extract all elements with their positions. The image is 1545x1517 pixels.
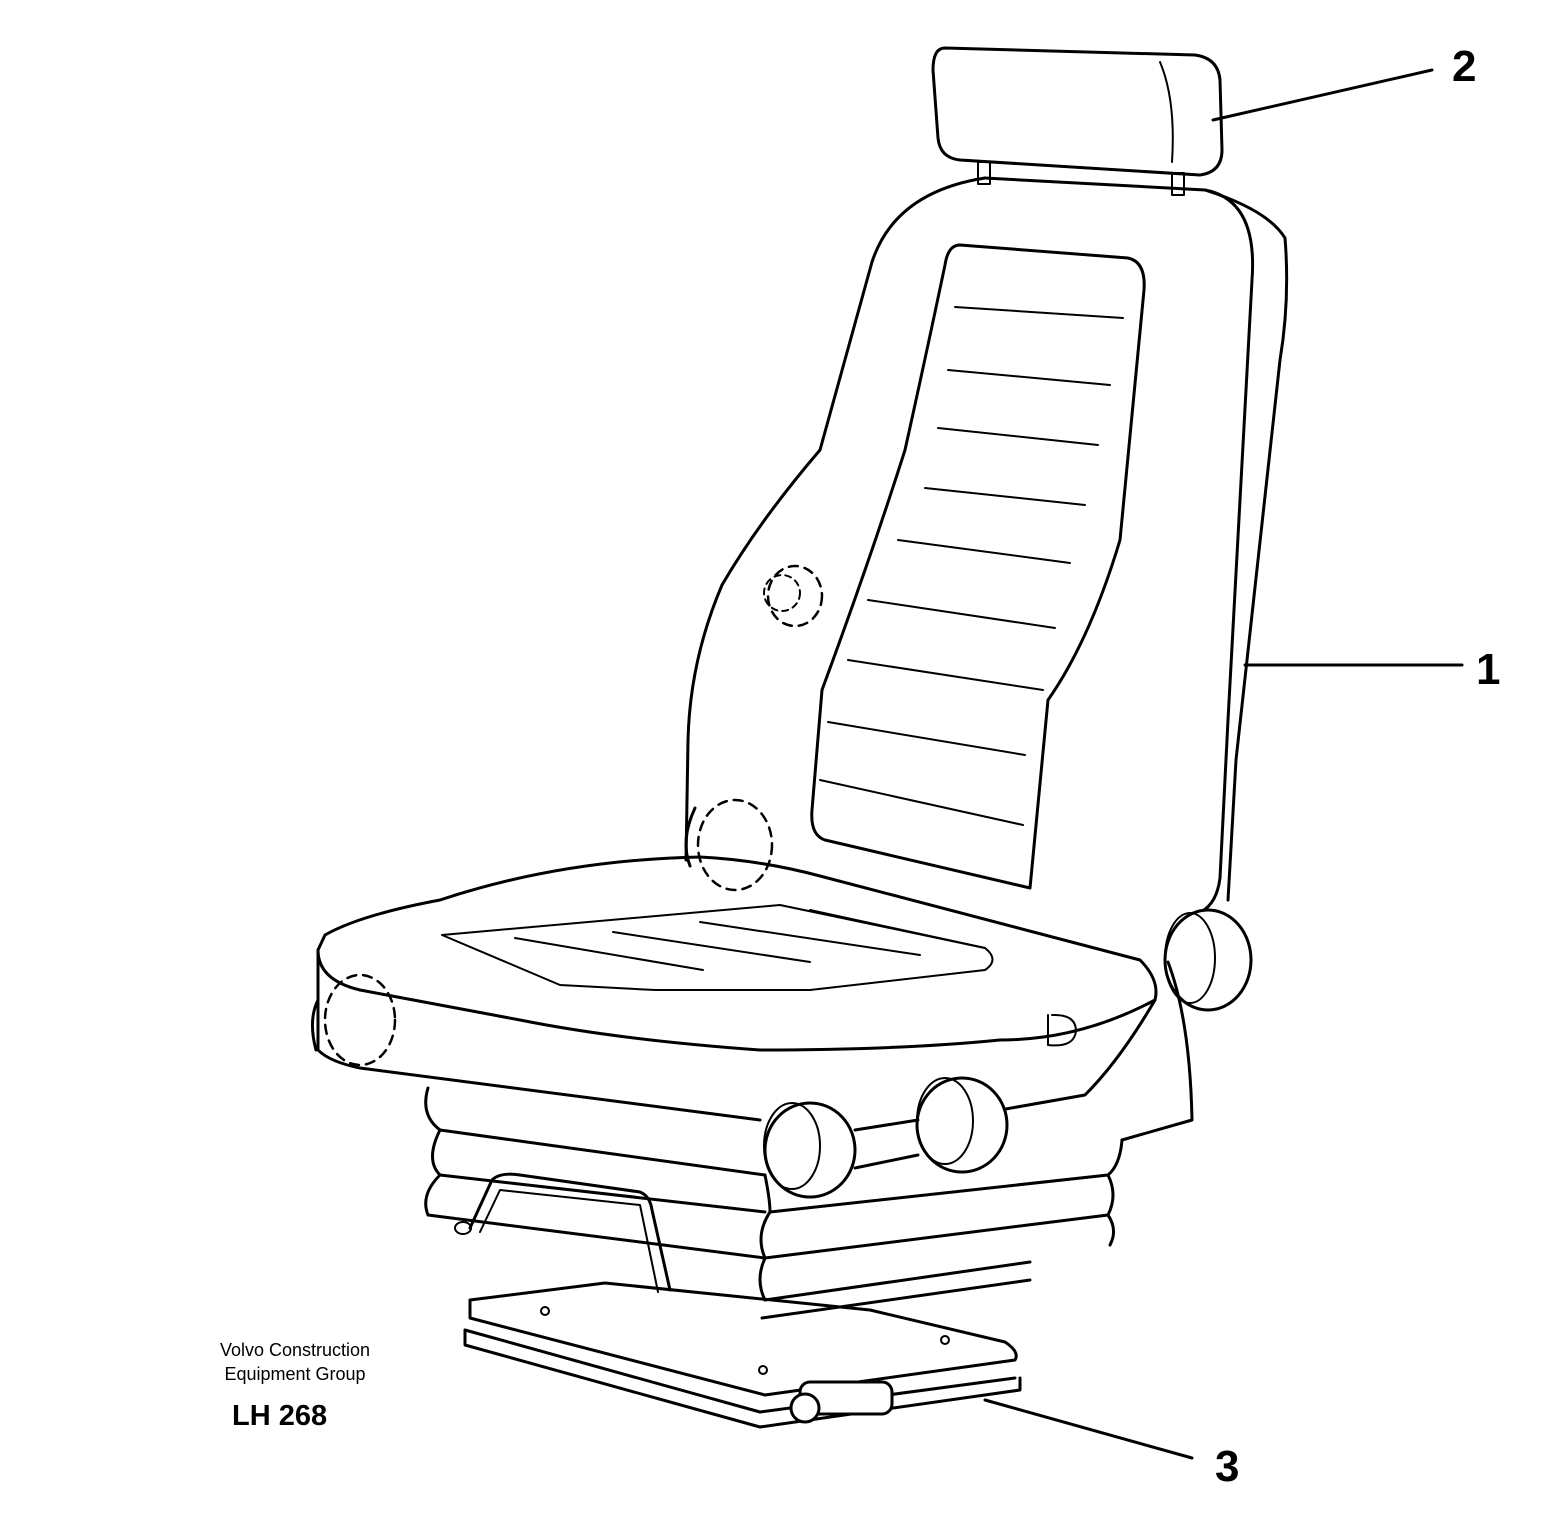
callout-label-2: 2 [1452, 42, 1477, 91]
credit-line-2: Equipment Group [224, 1364, 366, 1384]
backrest [684, 176, 1289, 1012]
credit-line-1: Volvo Construction [219, 1340, 371, 1360]
callout-label-3: 3 [1215, 1442, 1240, 1491]
slide-rails [463, 1281, 1022, 1429]
manufacturer-credit: Volvo Construction Equipment Group [190, 1338, 400, 1386]
front-knobs [763, 1076, 1009, 1199]
callout-label-1: 1 [1476, 645, 1501, 694]
headrest [931, 46, 1224, 196]
leader-line-2 [1211, 68, 1434, 122]
seat-cushion [311, 855, 1194, 1142]
leader-line-3 [983, 1398, 1194, 1460]
drawing-code: LH 268 [232, 1400, 328, 1432]
suspension [424, 1086, 1124, 1320]
